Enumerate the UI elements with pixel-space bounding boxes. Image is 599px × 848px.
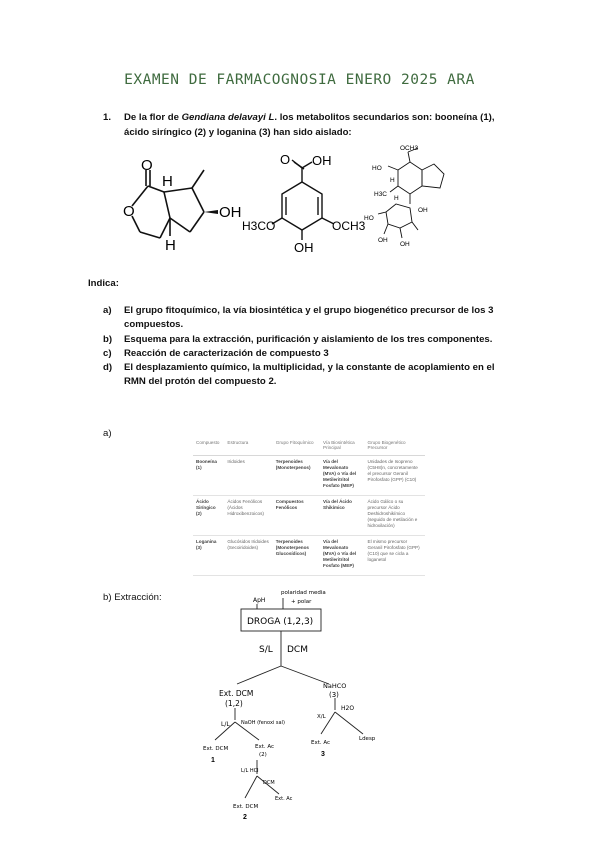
s3-ho1: HO <box>372 165 382 172</box>
s2-acid-o: O <box>280 152 290 167</box>
table-cell: Vía del Mevalonato (MVA) o Vía del Metil… <box>320 535 365 576</box>
s3-oh3: OH <box>400 241 410 248</box>
table-header: Vía Biosintética Principal <box>320 438 365 456</box>
bottom-leaf2-label: Ext. Ac <box>275 796 293 802</box>
table-cell: Iridoides <box>224 455 273 496</box>
s3-h1: H <box>390 177 395 184</box>
table-cell: Compuestos Fenólicos <box>272 495 321 536</box>
right-leaf1-label: Ext. Ac <box>311 740 330 746</box>
structure-booneina: O O H H OH <box>123 157 242 254</box>
xyl-label: X/L <box>317 714 327 720</box>
note-more-polar: + polar <box>291 599 312 605</box>
left-leaf-label: Ext. DCM <box>203 746 228 752</box>
table-cell: Terpenoides (Monoterpenos) <box>272 455 321 496</box>
table-header: Grupo Fitoquímico <box>272 438 321 456</box>
table-cell: Terpenoides (Monoterpenos Glucosídicos) <box>272 535 321 576</box>
structure-loganin: OCH3 HO H H3C H OH HO OH OH <box>364 145 445 248</box>
table-row: Ácido Siríngico (2)Ácidos Fenólicos (Áci… <box>193 495 425 536</box>
table-cell: Vía del Mevalonato (MVA) o Vía del Metil… <box>320 455 365 496</box>
bottom-leaf1-number: 2 <box>243 814 247 821</box>
table-header: Estructura <box>224 438 273 456</box>
right-leaf1-number: 3 <box>321 751 325 758</box>
extraction-scheme: ApH polaridad media + polar DROGA (1,2,3… <box>203 590 376 821</box>
note-aph: ApH <box>253 597 265 604</box>
species-name: Gendiana delavayi L <box>181 112 275 123</box>
hcl-label: L/L HCl <box>241 768 259 774</box>
h2o-label: H2O <box>341 705 354 712</box>
page-title: EXAMEN DE FARMACOGNOSIA ENERO 2025 ARA <box>124 72 475 88</box>
right-leaf2-label: Ldesp <box>359 736 376 742</box>
left-extract-label: Ext. DCM <box>219 689 253 698</box>
left-leaf-number: 1 <box>211 757 215 764</box>
subquestion-b: b)Esquema para la extracción, purificaci… <box>103 334 493 345</box>
table-cell: Booneína (1) <box>193 455 225 496</box>
left-extract-ids: (1,2) <box>225 699 243 708</box>
s1-oh: OH <box>219 204 242 221</box>
table-cell: Loganina (3) <box>193 535 225 576</box>
s3-oh2: OH <box>378 237 388 244</box>
s3-h2: H <box>394 195 399 202</box>
indica-label: Indica: <box>88 278 119 289</box>
table-cell: Ácido Siríngico (2) <box>193 495 225 536</box>
answer-a-label: a) <box>103 428 112 439</box>
right-extract-label: NaHCO <box>323 682 346 690</box>
ll-label: L/L <box>221 721 230 728</box>
s2-bottom-oh: OH <box>294 240 314 255</box>
drug-box-label: DROGA (1,2,3) <box>247 617 313 627</box>
s2-acid-oh: OH <box>312 153 332 168</box>
note-polarity: polaridad media <box>281 590 326 596</box>
mid-leaf-label: Ext. Ac <box>255 744 274 750</box>
table-cell: Glucósidos Iridoides (Secoiridoides) <box>224 535 273 576</box>
table-cell: Ácido Gálico o su precursor Ácido Deshid… <box>364 495 425 536</box>
dcm-label: DCM <box>263 780 275 786</box>
subquestion-c: c)Reacción de caracterización de compues… <box>103 348 329 359</box>
naoh-label: NaOH (fenoxi sal) <box>241 720 285 726</box>
table-row: Loganina (3)Glucósidos Iridoides (Secoir… <box>193 535 425 576</box>
subquestion-d: d)El desplazamiento químico, la multipli… <box>103 362 495 387</box>
s1-o2-label: O <box>123 203 135 220</box>
s3-oh1: OH <box>418 207 428 214</box>
split-right-label: DCM <box>287 645 308 655</box>
structure-syringic-acid: O OH H3CO OCH3 OH <box>242 152 366 255</box>
s3-ester: OCH3 <box>400 145 418 152</box>
s1-h2: H <box>165 237 176 254</box>
right-extract-ids: (3) <box>329 691 339 699</box>
table-cell: Unidades de Isopreno (C5H8)n, concretame… <box>364 455 425 496</box>
table-cell: Ácidos Fenólicos (Ácidos Hidroxibenzoico… <box>224 495 273 536</box>
s1-o-label: O <box>141 157 153 174</box>
table-cell: Vía del Ácido Shikímico <box>320 495 365 536</box>
mid-leaf-ids: (2) <box>259 752 267 758</box>
s1-h1: H <box>162 173 173 190</box>
s2-left-group: H3CO <box>242 219 275 233</box>
table-cell: El mismo precursor Geranil Pirofosfato (… <box>364 535 425 576</box>
table-header: Grupo Biogenético Precursor <box>364 438 425 456</box>
question-text: De la flor de Gendiana delavayi L. los m… <box>124 112 495 138</box>
answer-b-label: b) Extracción: <box>103 592 162 603</box>
s3-ho2: HO <box>364 215 374 222</box>
table-header: Compuesto <box>193 438 225 456</box>
s2-right-group: OCH3 <box>332 219 366 233</box>
subquestion-a: a)El grupo fitoquímico, la vía biosintét… <box>103 305 494 330</box>
bottom-leaf1-label: Ext. DCM <box>233 804 258 810</box>
split-left-label: S/L <box>259 645 273 655</box>
s3-h3c: H3C <box>374 191 387 198</box>
question-number: 1. <box>103 112 112 123</box>
